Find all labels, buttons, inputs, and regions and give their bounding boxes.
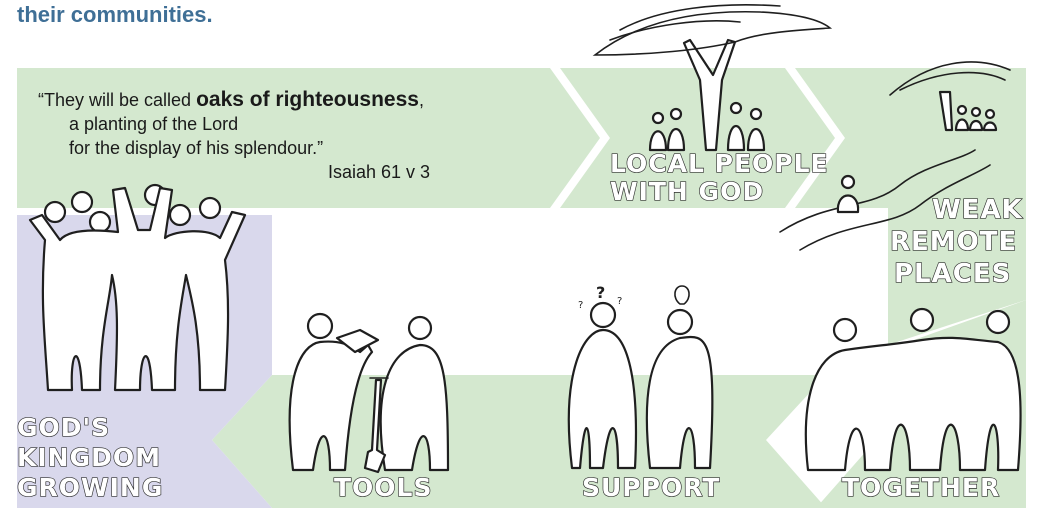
stage-kingdom-line1: GOD'S bbox=[17, 413, 110, 442]
stage-together: TOGETHER bbox=[842, 473, 1000, 502]
quote-reference: Isaiah 61 v 3 bbox=[38, 160, 578, 184]
stage-weak-line1: WEAK bbox=[932, 195, 1023, 225]
stage-tools: TOOLS bbox=[334, 473, 433, 502]
quote-line-3: for the display of his splendour.” bbox=[38, 136, 578, 160]
stage-weak-line2: REMOTE bbox=[890, 227, 1017, 257]
stage-local-people-line1: LOCAL PEOPLE bbox=[610, 149, 829, 178]
quote-line-1-bold: oaks of righteousness bbox=[196, 88, 419, 111]
lightbulb-icon bbox=[675, 286, 689, 304]
quote-line-1: “They will be called oaks of righteousne… bbox=[38, 88, 578, 112]
quote-line-1-suffix: , bbox=[419, 90, 424, 110]
question-mark-icon: ? bbox=[596, 283, 605, 302]
scripture-quote: “They will be called oaks of righteousne… bbox=[38, 88, 578, 184]
svg-text:?: ? bbox=[617, 296, 622, 307]
quote-line-1-prefix: “They will be called bbox=[38, 90, 196, 110]
stage-weak-line3: PLACES bbox=[894, 259, 1011, 289]
svg-text:?: ? bbox=[578, 300, 583, 311]
quote-line-2: a planting of the Lord bbox=[38, 112, 578, 136]
stage-kingdom-line2: KINGDOM bbox=[17, 443, 161, 472]
stage-kingdom-line3: GROWING bbox=[17, 473, 163, 502]
stage-local-people-line2: WITH GOD bbox=[610, 177, 764, 206]
stage-support: SUPPORT bbox=[582, 473, 720, 502]
